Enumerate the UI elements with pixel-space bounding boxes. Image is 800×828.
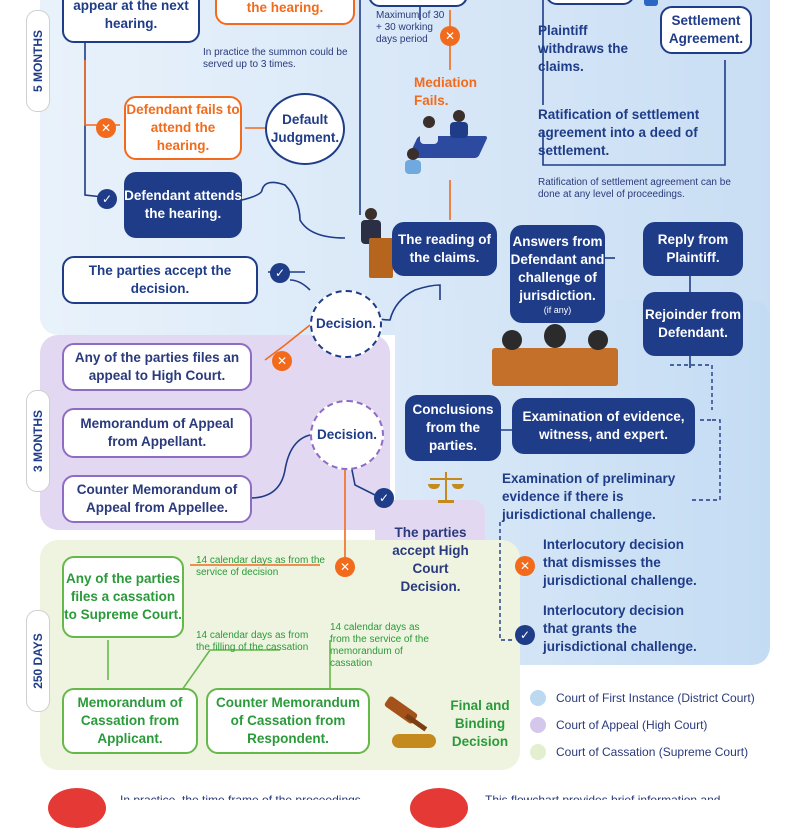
preliminary-evidence-label: Examination of preliminary evidence if t… (502, 471, 676, 522)
scales-of-justice-icon (428, 470, 464, 504)
accept-high-court-check-icon: ✓ (374, 488, 394, 508)
legend-appeal-swatch (530, 717, 546, 733)
gavel-icon (378, 695, 448, 750)
legend-first-instance-swatch (530, 690, 546, 706)
legend-cassation-label: Court of Cassation (Supreme Court) (556, 745, 749, 759)
final-binding-label: Final and Binding Decision (450, 698, 510, 749)
defendant-attends-box: Defendant attends the hearing. (124, 172, 242, 238)
counter-cassation-box: Counter Memorandum of Cassation from Res… (206, 688, 370, 754)
defendant-fails-box: Defendant fails to attend the hearing. (124, 96, 242, 160)
days-from-filing-note: 14 calendar days as from the filling of … (196, 630, 309, 653)
days-from-memorandum-note: 14 calendar days as from the service of … (330, 622, 429, 669)
speaker-podium-illustration (355, 208, 395, 280)
accept-high-court-label: The parties accept High Court Decision. (392, 525, 469, 594)
judges-bench-illustration (492, 318, 618, 386)
ratification-note: Ratification of settlement agreement can… (538, 177, 731, 200)
plaintiff-withdraws-label: Plaintiff withdraws the claims. (538, 23, 629, 74)
250-days-label: 250 DAYS (26, 610, 50, 712)
legend-first-instance-label: Court of First Instance (District Court) (556, 691, 755, 705)
mediation-fails-label: Mediation Fails. (414, 75, 477, 108)
days-from-decision-note: 14 calendar days as from the service of … (196, 555, 325, 578)
legend-appeal-label: Court of Appeal (High Court) (556, 718, 708, 732)
mediation-table-illustration (403, 108, 489, 178)
top-center-box (368, 0, 468, 7)
files-cassation-box: Any of the parties files a cassation to … (62, 556, 184, 638)
files-appeal-box: Any of the parties files an appeal to Hi… (62, 343, 252, 391)
appear-next-hearing-box: appear at the next hearing. (62, 0, 200, 43)
defendant-attends-check-icon: ✓ (97, 189, 117, 209)
bottom-left-text: In practice, the time frame of the proce… (120, 793, 361, 800)
rejoinder-box: Rejoinder from Defendant. (643, 292, 743, 356)
flow-connectors (84, 0, 726, 701)
bottom-right-badge (410, 788, 468, 828)
legend-cassation-swatch (530, 744, 546, 760)
grant-check-icon: ✓ (515, 625, 535, 645)
interlocutory-grant-label: Interlocutory decision that grants the j… (543, 603, 697, 654)
three-months-label: 3 MONTHS (26, 390, 50, 492)
default-judgment-box: Default Judgment. (265, 93, 345, 165)
interlocutory-dismiss-label: Interlocutory decision that dismisses th… (543, 537, 697, 588)
cassation-x-icon: ✕ (335, 557, 355, 577)
settlement-agreement-box: Settlement Agreement. (660, 6, 752, 54)
reading-claims-box: The reading of the claims. (392, 222, 497, 276)
conclusions-box: Conclusions from the parties. (405, 395, 501, 461)
examination-evidence-box: Examination of evidence, witness, and ex… (512, 398, 695, 454)
counter-memorandum-box: Counter Memorandum of Appeal from Appell… (62, 475, 252, 523)
appeal-x-icon: ✕ (272, 351, 292, 371)
the-hearing-box: the hearing. (215, 0, 355, 25)
top-right-box (545, 0, 635, 5)
appeal-decision-circle: Decision. (310, 400, 384, 470)
mediation-period-note: Maximum of 30 + 30 working days period (376, 10, 445, 45)
bottom-right-text: This flowchart provides brief informatio… (485, 793, 721, 800)
five-months-label: 5 MONTHS (26, 10, 50, 112)
memorandum-cassation-box: Memorandum of Cassation from Applicant. (62, 688, 198, 754)
dismiss-x-icon: ✕ (515, 556, 535, 576)
parties-accept-box: The parties accept the decision. (62, 256, 258, 304)
memorandum-appeal-box: Memorandum of Appeal from Appellant. (62, 408, 252, 458)
ratification-label: Ratification of settlement agreement int… (538, 107, 700, 158)
answers-defendant-box: Answers from Defendant and challenge of … (510, 225, 605, 323)
first-decision-circle: Decision. (310, 290, 382, 358)
summon-note: In practice the summon could be served u… (203, 47, 348, 70)
settlement-icon (644, 0, 658, 6)
parties-accept-check-icon: ✓ (270, 263, 290, 283)
bottom-left-badge (48, 788, 106, 828)
mediation-fails-x-icon: ✕ (440, 26, 460, 46)
defendant-fails-x-icon: ✕ (96, 118, 116, 138)
reply-plaintiff-box: Reply from Plaintiff. (643, 222, 743, 276)
